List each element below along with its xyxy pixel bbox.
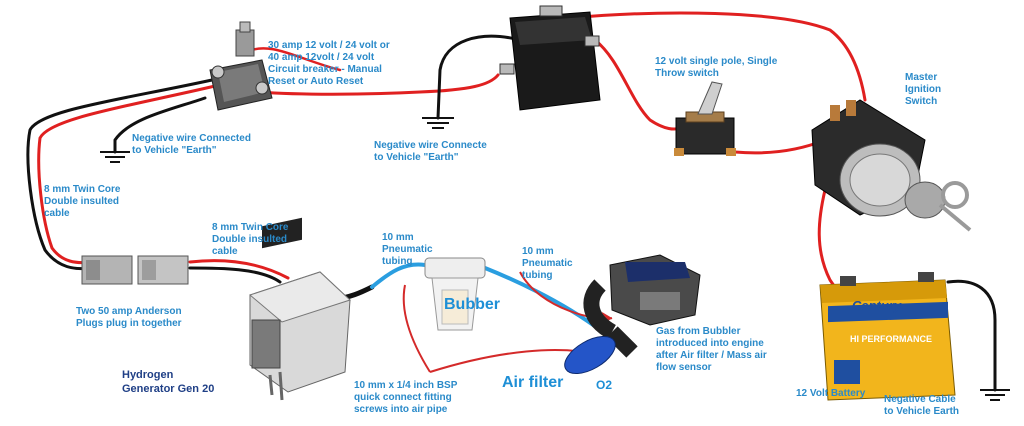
toggle-switch-label: 12 volt single pole, Single Throw switch xyxy=(655,56,777,80)
bubbler-icon xyxy=(425,258,485,330)
circuit-breaker-icon xyxy=(210,22,272,110)
tubing-left-label: 10 mm Pneumatic tubing xyxy=(382,232,433,268)
wire-black-battery-earth xyxy=(948,281,995,390)
battery-model-text: HI PERFORMANCE xyxy=(850,333,932,345)
hydrogen-generator-label: Hydrogen Generator Gen 20 xyxy=(122,368,214,396)
annotation-line-bsp-left xyxy=(404,285,430,372)
o2-label: O2 xyxy=(596,378,612,392)
tubing-right-label: 10 mm Pneumatic tubing xyxy=(522,246,573,282)
bubber-label: Bubber xyxy=(444,296,500,314)
battery-label: 12 Volt Battery xyxy=(796,388,865,400)
anderson-plugs-label: Two 50 amp Anderson Plugs plug in togeth… xyxy=(76,306,182,330)
cable-middle-label: 8 mm Twin Core Double insulted cable xyxy=(212,222,289,258)
negative-cable-label: Negative Cable to Vehicle Earth xyxy=(884,394,959,418)
negative-earth-left-label: Negative wire Connected to Vehicle "Eart… xyxy=(132,133,251,157)
relay-icon xyxy=(500,6,600,110)
bsp-fitting-label: 10 mm x 1/4 inch BSP quick connect fitti… xyxy=(354,380,457,416)
master-switch-label: Master Ignition Switch xyxy=(905,72,941,108)
engine-icon xyxy=(610,255,700,325)
wire-red-toggle-master xyxy=(735,140,825,153)
toggle-switch-icon xyxy=(674,82,736,156)
gas-description-label: Gas from Bubbler introduced into engine … xyxy=(656,326,767,374)
cable-left-label: 8 mm Twin Core Double insulted cable xyxy=(44,184,121,220)
wire-red-relay-toggle xyxy=(595,40,680,129)
battery-brand-text: Century xyxy=(852,300,901,312)
air-filter-label: Air filter xyxy=(502,374,563,392)
ignition-switch-icon xyxy=(812,100,970,230)
wire-black-relay-ground xyxy=(438,36,520,118)
breaker-label: 30 amp 12 volt / 24 volt or 40 amp 12vol… xyxy=(268,40,390,88)
negative-earth-middle-label: Negative wire Connecte to Vehicle "Earth… xyxy=(374,140,487,164)
anderson-plugs-icon xyxy=(82,256,188,284)
